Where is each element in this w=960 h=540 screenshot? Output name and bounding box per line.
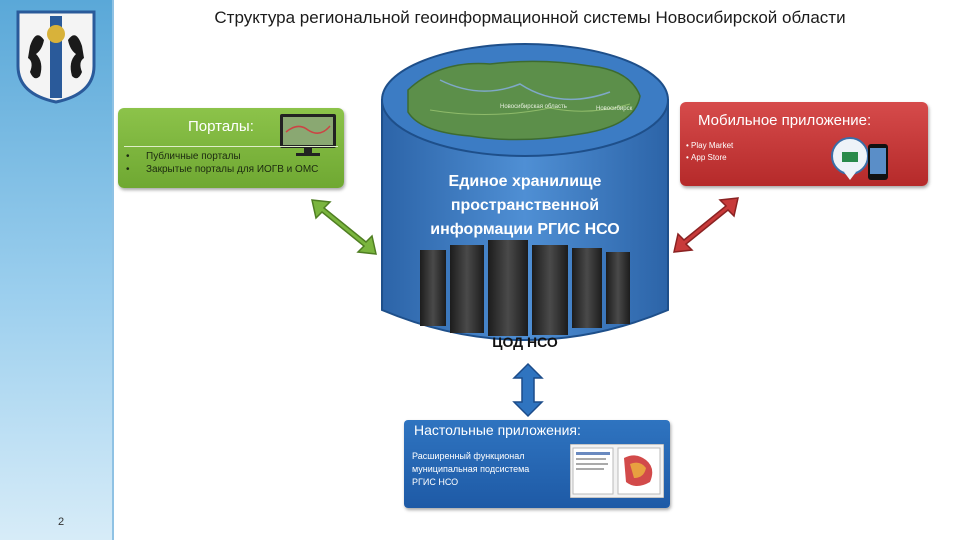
portals-list-item: •Закрытые порталы для ИОГВ и ОМС	[126, 164, 319, 175]
desktop-line-1: Расширенный функционал	[412, 451, 525, 461]
portals-divider	[124, 146, 338, 147]
desktop-line-3: РГИС НСО	[412, 477, 459, 487]
sidebar-divider	[112, 0, 114, 540]
mobile-list: • Play Market • App Store	[686, 140, 733, 164]
storage-line-3: информации РГИС НСО	[430, 221, 620, 238]
map-label-region: Новосибирская область	[500, 104, 567, 110]
mobile-title: Мобильное приложение:	[698, 112, 872, 129]
page-title: Структура региональной геоинформационной…	[214, 8, 846, 27]
desktop-app-screenshot-icon	[570, 444, 664, 498]
storage-label: Единое хранилище пространственной информ…	[400, 170, 650, 242]
server-racks	[420, 240, 630, 336]
portals-list-item: •Публичные порталы	[126, 151, 241, 162]
mobile-list-item: • Play Market	[686, 141, 734, 150]
desktop-title: Настольные приложения:	[414, 422, 581, 438]
desktop-line-2: муниципальная подсистема	[412, 464, 530, 474]
cod-label: ЦОД НСО	[492, 334, 558, 350]
storage-line-1: Единое хранилище	[448, 173, 602, 190]
desktop-arrow	[512, 362, 544, 418]
desktop-description: Расширенный функционал муниципальная под…	[412, 450, 562, 489]
mobile-arrow	[673, 197, 739, 253]
storage-cylinder	[381, 43, 669, 341]
page-number: 2	[58, 516, 65, 528]
portals-box: Порталы: •Публичные порталы •Закрытые по…	[118, 108, 344, 188]
app-icons	[831, 137, 888, 180]
region-map	[407, 60, 641, 141]
portals-arrow	[311, 199, 377, 255]
portals-title: Порталы:	[188, 118, 254, 135]
mobile-app-box: Мобильное приложение: • Play Market • Ap…	[680, 102, 928, 186]
portals-list: •Публичные порталы •Закрытые порталы для…	[126, 150, 318, 176]
monitor-map-icon	[280, 114, 336, 156]
map-label-city: Новосибирск	[596, 106, 633, 112]
mobile-list-item: • App Store	[686, 153, 727, 162]
desktop-apps-box: Настольные приложения: Расширенный функц…	[404, 420, 670, 508]
storage-line-2: пространственной	[450, 197, 600, 214]
coat-of-arms-emblem	[16, 10, 96, 104]
